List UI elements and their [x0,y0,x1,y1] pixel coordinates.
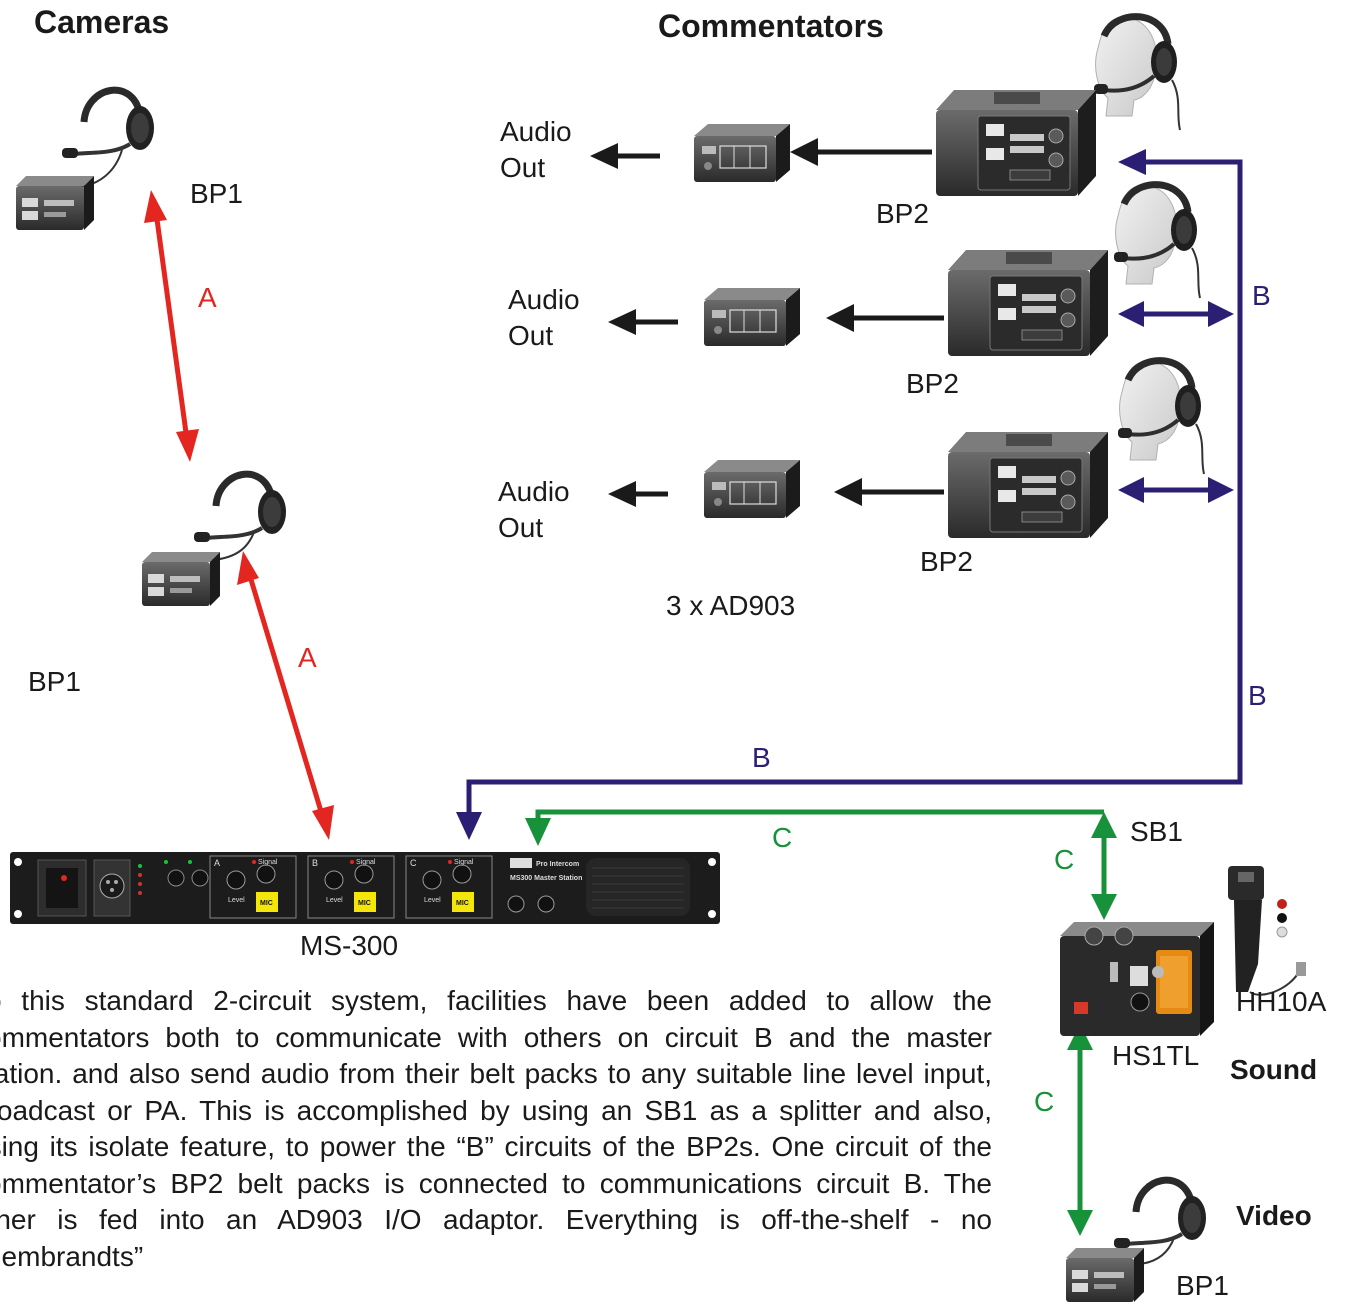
camera-bp1-top-beltpack-icon [16,176,94,230]
circuit-b-label-right: B [1248,680,1267,711]
circuit-b-branch-3 [1118,477,1234,503]
ms300-signal-label: Signal [356,859,376,866]
hs1tl-sb1-box-icon [1060,922,1214,1036]
audio-out-2-line1: Audio [508,284,580,315]
circuit-b-branch-2 [1118,301,1234,327]
bp1-mid-label: BP1 [28,666,81,697]
sb1-label: SB1 [1130,816,1183,847]
ms300-mic-button: MIC [358,900,371,907]
bp2-beltpack-3-icon [947,431,1109,539]
bp2-label-2: BP2 [906,368,959,399]
camera-bp1-mid-beltpack-icon [142,552,220,606]
ms300-channel-a: A [214,858,220,868]
ad903-adaptor-2-icon [703,287,801,347]
audio-out-2-line2: Out [508,320,554,351]
camera-bp1-top-headset-icon [62,90,154,158]
video-bp1-headset-icon [1114,1180,1206,1248]
circuit-b-loop [466,159,1243,818]
bp2-beltpack-1-icon [935,89,1097,197]
circuit-c-upper [525,809,1117,920]
ad903-adaptor-1-icon [693,123,791,183]
ms300-brand: Pro Intercom [536,861,579,868]
ms300-mic-button: MIC [260,900,273,907]
ms300-level-label: Level [424,897,441,904]
ms300-signal-label: Signal [454,859,474,866]
circuit-b-label-top: B [1252,280,1271,311]
ms300-level-label: Level [228,897,245,904]
ad903-label: 3 x AD903 [666,590,796,621]
circuit-a-link-upper [144,190,199,462]
ms300-signal-label: Signal [258,859,278,866]
circuit-c-lower [1067,1024,1093,1236]
cameras-header: Cameras [34,4,170,40]
video-bp1-beltpack-icon [1066,1248,1144,1302]
bp1-top-label: BP1 [190,178,243,209]
commentator-head-3-icon [1118,361,1204,474]
circuit-c-label-low: C [1034,1086,1055,1117]
ms300-master-station [10,852,720,924]
description-paragraph: To this standard 2-circuit system, facil… [0,985,992,1272]
sound-label: Sound [1230,1054,1318,1085]
hh10a-handset-icon [1228,866,1306,996]
circuit-c-label-sb1: C [1054,844,1075,875]
bp2-beltpack-2-icon [947,249,1109,357]
ms300-model: MS300 Master Station [510,875,582,882]
bp2-label-1: BP2 [876,198,929,229]
commentators-header: Commentators [658,8,884,44]
commentator-head-1-icon [1094,17,1180,130]
circuit-a-label-top: A [198,282,217,313]
audio-out-3-line1: Audio [498,476,570,507]
ms300-channel-c: C [410,858,417,868]
bp2-label-3: BP2 [920,546,973,577]
bp1-bottom-label: BP1 [1176,1270,1229,1301]
ms300-label: MS-300 [300,930,399,961]
circuit-a-link-lower [237,551,334,840]
circuit-b-arrowheads [456,149,1146,840]
video-label: Video [1236,1200,1312,1231]
ms300-level-label: Level [326,897,343,904]
circuit-c-label-mid: C [772,822,793,853]
camera-bp1-mid-headset-icon [194,474,286,542]
ms300-channel-b: B [312,858,318,868]
ad903-adaptor-3-icon [703,459,801,519]
ms300-mic-button: MIC [456,900,469,907]
audio-out-3-line2: Out [498,512,544,543]
audio-out-1-line1: Audio [500,116,572,147]
circuit-a-label-bottom: A [298,642,317,673]
audio-arrows [590,138,944,507]
audio-out-1-line2: Out [500,152,546,183]
circuit-b-label-mid: B [752,742,771,773]
hh10a-label: HH10A [1236,986,1327,1017]
hs1tl-label: HS1TL [1112,1040,1200,1071]
commentator-head-2-icon [1114,185,1200,298]
